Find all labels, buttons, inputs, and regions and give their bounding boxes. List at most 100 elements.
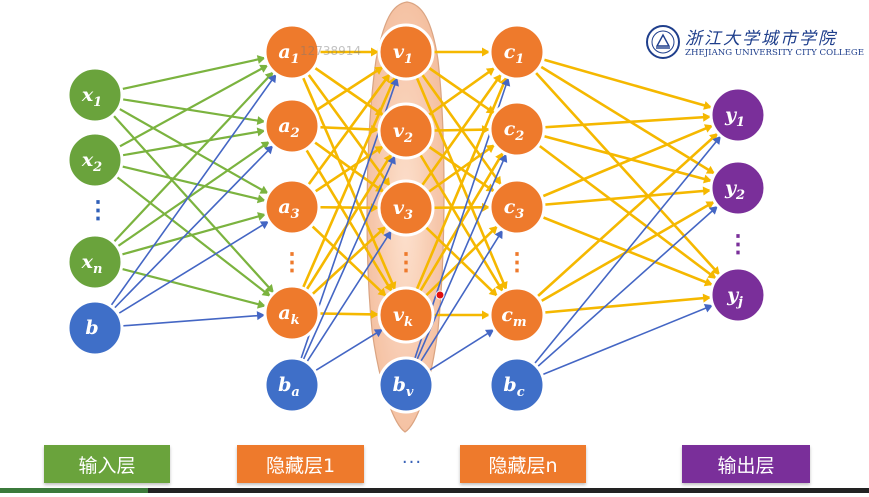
- edge-hidden1-to-v-arrow: [377, 287, 387, 297]
- hidden-a-node-k-circle: [263, 284, 321, 342]
- logo-chinese-name: 浙江大学城市学院: [685, 29, 837, 49]
- hidden-v-node-k-circle: [377, 286, 435, 344]
- hidden-c-node-1-label: c1: [504, 41, 525, 67]
- edge-hidden1-to-v-arrow: [381, 73, 391, 83]
- edge-bias-a-to-v-arrow: [383, 230, 392, 240]
- edge-hidden1-to-v-arrow: [374, 145, 384, 155]
- edge-input-to-hidden1-arrow: [260, 141, 270, 150]
- edge-input-to-hidden1: [94, 94, 293, 208]
- edge-bias-c-to-output: [516, 294, 739, 386]
- edge-hidden1-to-v-arrow: [377, 226, 387, 236]
- output-node-yj-circle: [709, 266, 767, 324]
- hidden-c-node-3-circle: [488, 178, 546, 236]
- edge-hidden1-to-v-arrow: [371, 47, 379, 57]
- edge-v-to-hiddenn-arrow: [482, 47, 490, 57]
- edge-hiddenn-to-output-arrow: [702, 293, 712, 303]
- edge-hidden1-to-v: [290, 51, 408, 314]
- legend-input-layer: 输入层: [44, 445, 170, 483]
- edge-hiddenn-to-output: [516, 114, 739, 316]
- edge-v-to-hiddenn-arrow: [482, 310, 490, 320]
- edge-bias-c-to-output-arrow: [712, 135, 721, 145]
- edge-bias-to-hidden1: [94, 206, 293, 329]
- edge-hidden1-to-v-arrow: [374, 66, 384, 75]
- edge-input-to-hidden1-arrow: [256, 55, 266, 64]
- edge-hiddenn-to-output: [516, 127, 739, 297]
- hidden-a-node-1-circle: [263, 23, 321, 81]
- edge-input-to-hidden1-arrow: [259, 64, 269, 73]
- watermark-text: 12738914: [300, 44, 362, 58]
- hidden-a-node-3: a3: [263, 178, 321, 236]
- edge-bias-to-hidden1: [94, 125, 293, 329]
- edge-input-to-hidden1: [94, 51, 293, 161]
- edge-bias-a-to-v: [291, 130, 407, 386]
- edge-hiddenn-to-output-arrow: [705, 165, 716, 174]
- bias-v-node: bv: [377, 356, 435, 414]
- input-bias-node-label: b: [85, 317, 98, 339]
- input-node-x1-label: x1: [81, 84, 102, 110]
- edge-bias-a-to-v-arrow: [390, 77, 399, 87]
- edge-hiddenn-to-output-arrow: [703, 101, 713, 110]
- hidden-c-node-2-label: c2: [504, 118, 525, 144]
- edge-bias-v-to-hiddenn-arrow: [484, 329, 495, 338]
- edge-v-to-hiddenn-arrow: [492, 175, 502, 186]
- hidden-v-node-k-label: vk: [393, 304, 413, 330]
- edge-v-to-hiddenn-arrow: [488, 287, 498, 297]
- edge-bias-to-hidden1: [94, 51, 293, 329]
- edge-input-to-hidden1: [94, 94, 293, 314]
- edge-bias-v-to-hiddenn: [405, 128, 518, 386]
- edge-input-to-hidden1-arrow: [256, 116, 266, 126]
- edge-v-to-hiddenn-arrow: [495, 282, 504, 292]
- hidden-a-node-3-label: a3: [278, 196, 299, 222]
- video-progress-bar[interactable]: [0, 488, 869, 493]
- edge-hiddenn-to-output-arrow: [705, 201, 715, 210]
- university-seal-icon: [646, 25, 680, 59]
- edge-hiddenn-to-output: [516, 51, 739, 296]
- edge-bias-v-to-hiddenn-arrow: [494, 229, 503, 240]
- edge-hiddenn-to-output-arrow: [707, 270, 717, 279]
- edge-bias-to-hidden1-arrow: [256, 311, 266, 321]
- edge-hiddenn-to-output: [516, 113, 739, 131]
- edge-v-to-hiddenn-arrow: [485, 67, 496, 76]
- edge-bias-v-to-hiddenn-arrow: [501, 77, 511, 87]
- edge-hiddenn-to-output: [516, 50, 739, 117]
- hidden-a-node-2-circle: [263, 97, 321, 155]
- edge-hiddenn-to-output-arrow: [703, 174, 712, 184]
- hidden-v-node-2: v2: [377, 102, 435, 160]
- edge-input-to-hidden1: [94, 159, 293, 314]
- edge-bias-c-to-output-arrow: [708, 205, 718, 215]
- bias-v-node-label: bv: [393, 374, 414, 400]
- hidden-v-ellipsis: ⋮: [394, 247, 418, 276]
- logo-english-name: ZHEJIANG UNIVERSITY CITY COLLEGE: [685, 48, 864, 58]
- input-node-x1: x1: [66, 66, 124, 124]
- output-node-yj-label: yj: [726, 284, 743, 310]
- output-node-y2: y2: [709, 159, 767, 217]
- input-ellipsis: ⋮: [86, 195, 110, 224]
- edge-hidden1-to-v: [290, 130, 408, 314]
- edge-bias-a-to-v: [291, 207, 407, 386]
- bias-v-node-circle: [377, 356, 435, 414]
- output-node-yj: yj: [709, 266, 767, 324]
- edge-hiddenn-to-output: [516, 113, 739, 209]
- video-progress-fill: [0, 488, 148, 493]
- bias-a-node-circle: [263, 356, 321, 414]
- edge-bias-v-to-hiddenn-arrow: [498, 153, 508, 163]
- input-node-xn: xn: [66, 233, 124, 291]
- hidden-c-ellipsis: ⋮: [505, 247, 529, 276]
- bias-c-node-label: bc: [503, 374, 524, 400]
- output-node-y1-circle: [709, 86, 767, 144]
- edge-input-to-hidden1-arrow: [256, 299, 266, 309]
- hidden-v-node-1: v1: [377, 23, 435, 81]
- input-bias-node: b: [66, 299, 124, 357]
- edge-hiddenn-to-output-arrow: [702, 112, 712, 122]
- output-ellipsis: ⋮: [726, 229, 750, 258]
- hidden-v-node-1-circle: [377, 23, 435, 81]
- hidden-v-node-k: vk: [377, 286, 435, 344]
- legend-hidden-layer-n: 隐藏层n: [460, 445, 586, 483]
- output-node-y2-circle: [709, 159, 767, 217]
- legend-ellipsis: ···: [401, 452, 423, 473]
- edge-input-to-hidden1-arrow: [259, 185, 269, 194]
- hidden-c-node-m-circle: [488, 286, 546, 344]
- hidden-a-node-3-circle: [263, 178, 321, 236]
